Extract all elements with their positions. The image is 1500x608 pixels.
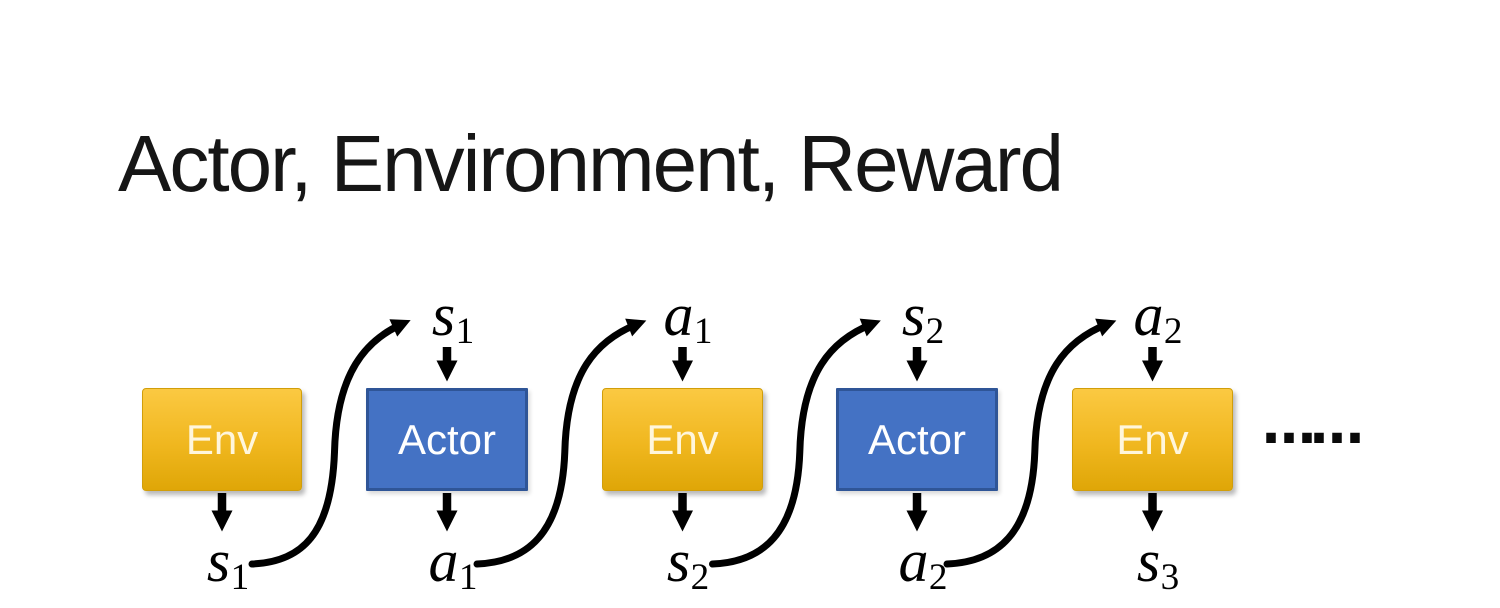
bottom-label-s1-base: s bbox=[206, 528, 231, 594]
actor-box-1: Actor bbox=[366, 388, 528, 491]
bottom-label-a2-base: a bbox=[898, 528, 929, 594]
ellipsis-dots: …… bbox=[1262, 393, 1364, 456]
top-label-a1: a1 bbox=[663, 282, 713, 350]
actor-box-2-label: Actor bbox=[867, 415, 967, 463]
top-label-a2: a2 bbox=[1133, 282, 1183, 350]
top-label-a1-sub: 1 bbox=[693, 311, 713, 353]
bottom-label-a1-sub: 1 bbox=[458, 557, 478, 599]
page-title: Actor, Environment, Reward bbox=[118, 119, 1064, 208]
top-label-a2-sub: 2 bbox=[1163, 311, 1183, 353]
top-label-s2-sub: 2 bbox=[925, 311, 945, 353]
top-label-a1-base: a bbox=[663, 282, 694, 348]
bottom-label-a1-base: a bbox=[428, 528, 459, 594]
env-box-2: Env bbox=[602, 388, 763, 491]
bottom-label-s2: s2 bbox=[666, 528, 709, 596]
top-label-s2: s2 bbox=[901, 282, 944, 350]
bottom-label-s3: s3 bbox=[1136, 528, 1179, 596]
bottom-label-s3-sub: 3 bbox=[1160, 557, 1180, 599]
top-label-s1-sub: 1 bbox=[455, 311, 475, 353]
bottom-label-s1-sub: 1 bbox=[230, 557, 250, 599]
top-label-s1-base: s bbox=[431, 282, 456, 348]
bottom-label-s3-base: s bbox=[1136, 528, 1161, 594]
top-label-a2-base: a bbox=[1133, 282, 1164, 348]
top-label-s2-base: s bbox=[901, 282, 926, 348]
env-box-3: Env bbox=[1072, 388, 1233, 491]
actor-box-1-label: Actor bbox=[397, 415, 497, 463]
env-box-3-label: Env bbox=[1116, 415, 1189, 463]
bottom-label-a2-sub: 2 bbox=[928, 557, 948, 599]
bottom-label-s2-sub: 2 bbox=[690, 557, 710, 599]
env-box-2-label: Env bbox=[646, 415, 719, 463]
env-box-1: Env bbox=[142, 388, 302, 491]
bottom-label-s2-base: s bbox=[666, 528, 691, 594]
env-box-1-label: Env bbox=[185, 415, 259, 463]
bottom-label-a1: a1 bbox=[428, 528, 478, 596]
bottom-label-a2: a2 bbox=[898, 528, 948, 596]
top-label-s1: s1 bbox=[431, 282, 474, 350]
actor-box-2: Actor bbox=[836, 388, 998, 491]
bottom-label-s1: s1 bbox=[206, 528, 249, 596]
